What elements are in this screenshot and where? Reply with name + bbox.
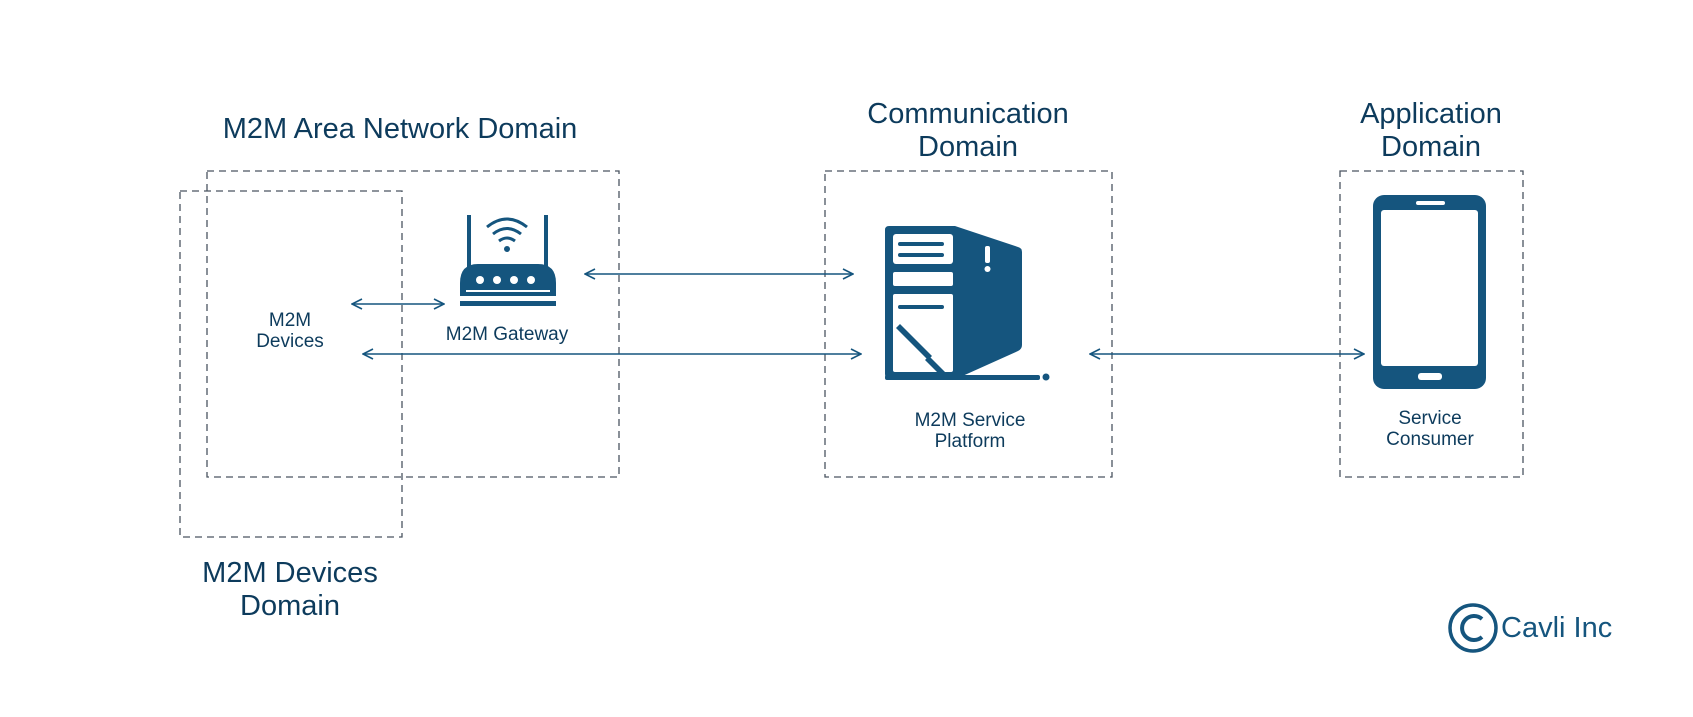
cavli-logo: Cavli Inc <box>1447 602 1612 654</box>
devices-label-line2: Devices <box>256 331 324 352</box>
platform-label-line2: Platform <box>934 431 1006 452</box>
communication-domain-title: Communication Domain <box>818 98 1118 164</box>
smartphone-icon <box>1373 195 1486 389</box>
gateway-label: M2M Gateway <box>427 324 587 345</box>
devices-domain-title-line2: Domain <box>240 590 340 622</box>
platform-label: M2M Service Platform <box>880 410 1060 452</box>
communication-domain-title-line2: Domain <box>918 131 1018 163</box>
area-network-domain-title: M2M Area Network Domain <box>180 113 620 146</box>
server-icon <box>885 226 1050 381</box>
platform-label-line1: M2M Service <box>914 410 1026 431</box>
logo-text: Cavli Inc <box>1501 611 1613 644</box>
devices-domain-title: M2M Devices Domain <box>160 557 420 623</box>
router-icon <box>460 215 556 306</box>
area-network-domain-title-text: M2M Area Network Domain <box>222 113 578 145</box>
gateway-label-text: M2M Gateway <box>445 324 569 345</box>
area-network-domain-box <box>206 170 620 478</box>
devices-label: M2M Devices <box>230 310 350 352</box>
application-domain-title-line2: Domain <box>1381 131 1481 163</box>
consumer-label-line1: Service <box>1398 408 1462 429</box>
communication-domain-box <box>824 170 1113 478</box>
devices-label-line1: M2M <box>268 310 312 331</box>
consumer-label-line2: Consumer <box>1386 429 1474 450</box>
consumer-label: Service Consumer <box>1360 408 1500 450</box>
application-domain-box <box>1339 170 1524 478</box>
application-domain-title: Application Domain <box>1331 98 1531 164</box>
devices-domain-title-line1: M2M Devices <box>202 557 378 589</box>
communication-domain-title-line1: Communication <box>867 98 1069 130</box>
application-domain-title-line1: Application <box>1360 98 1502 130</box>
devices-domain-box <box>179 190 403 538</box>
copyright-logo-icon <box>1448 603 1498 653</box>
